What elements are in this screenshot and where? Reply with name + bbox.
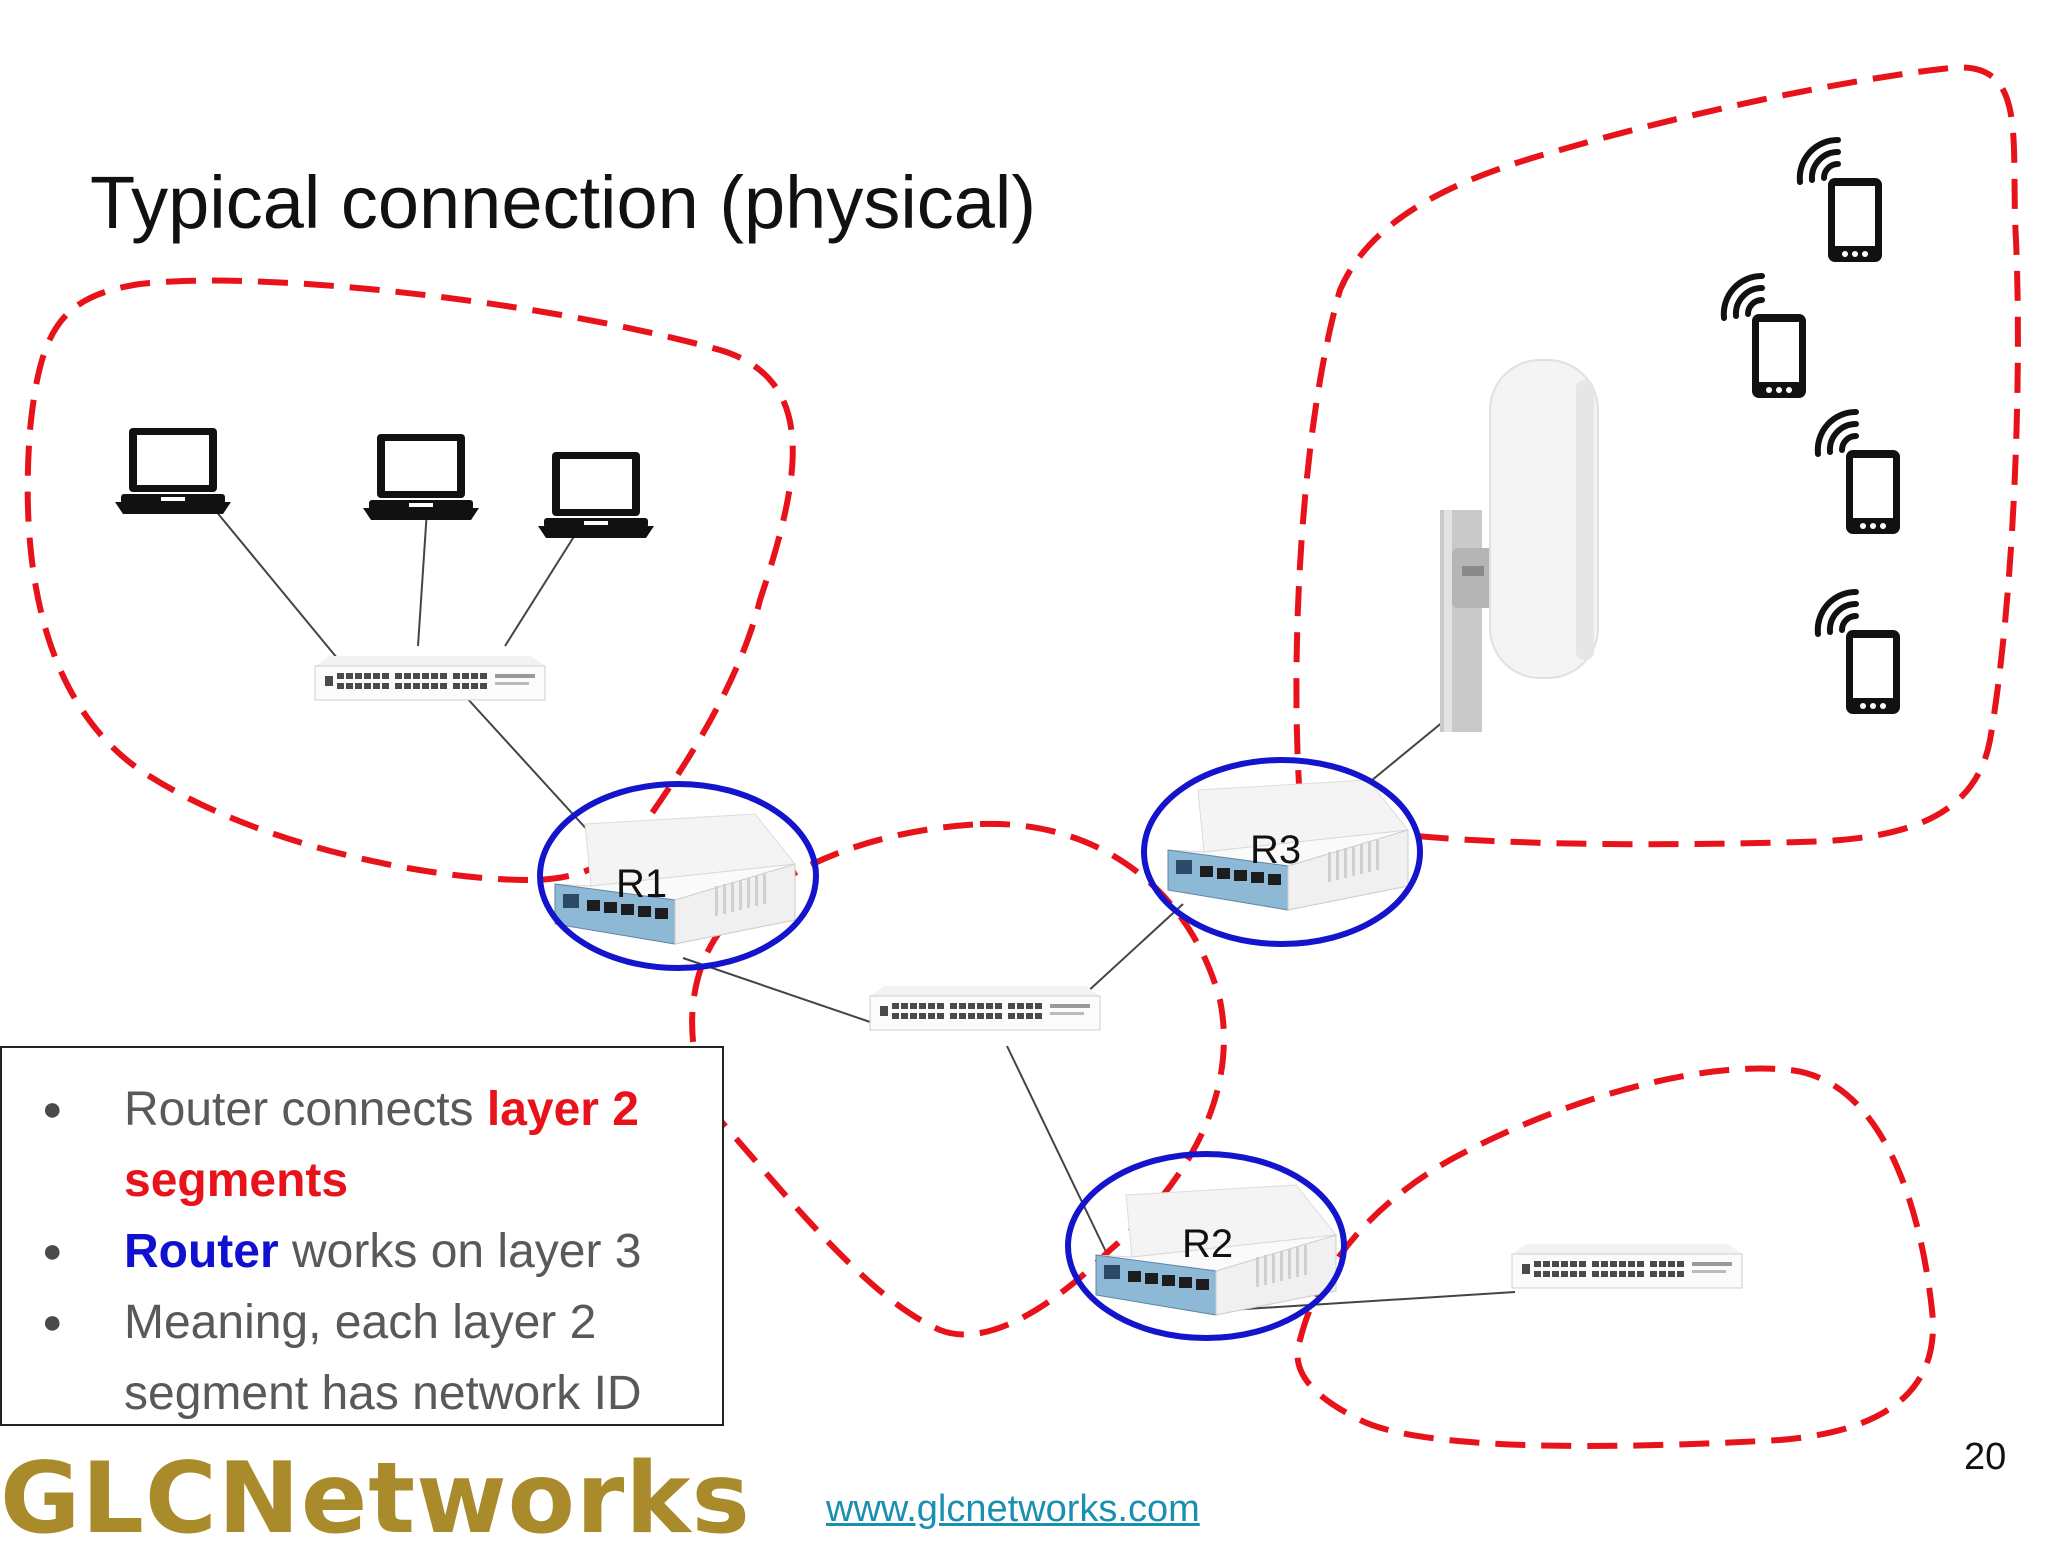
laptop-icon (115, 428, 231, 514)
mobile-phone-icon (1818, 592, 1900, 714)
switch-device (314, 655, 546, 701)
sector-antenna (1440, 359, 1599, 732)
router-label-r1: R1 (616, 862, 668, 906)
mobile-phone-icon (1724, 276, 1806, 398)
router-ring-r3 (1141, 757, 1423, 947)
bullet-text: Router works on layer 3 (124, 1216, 684, 1287)
segment-boundary-wireless (1293, 64, 2021, 848)
mobile-phone-icon (1800, 140, 1882, 262)
bullet-highlight-router: Router (124, 1225, 279, 1278)
slide-title: Typical connection (physical) (90, 161, 1036, 244)
page-number: 20 (1964, 1436, 2007, 1478)
router-ring-r2 (1065, 1151, 1347, 1341)
router-rings (537, 757, 1423, 1341)
mobile-phone-icon (1818, 412, 1900, 534)
laptop-icon (538, 452, 654, 538)
router-ring-r1 (537, 781, 819, 971)
company-logo: GLCNetworks (0, 1442, 751, 1556)
info-box: ● Router connects layer 2 segments ● Rou… (0, 1046, 724, 1426)
switch-device (1511, 1243, 1743, 1289)
switch-device (869, 985, 1101, 1031)
bullet-highlight-layer2: layer 2 segments (124, 1083, 639, 1207)
bullet-text-plain: works on layer 3 (278, 1225, 642, 1278)
router-device (554, 813, 796, 945)
bullet-text-plain: Router connects (124, 1083, 487, 1136)
bullet-text: Router connects layer 2 segments (124, 1074, 684, 1216)
segment-boundary-branch (1294, 1065, 1936, 1449)
bullet-text: Meaning, each layer 2 segment has networ… (124, 1296, 642, 1420)
bullet-dot: ● (42, 1232, 63, 1270)
router-label-r2: R2 (1182, 1222, 1234, 1266)
laptop-icon (363, 434, 479, 520)
bullet-dot: ● (42, 1303, 63, 1341)
segment-boundary-lan (24, 277, 796, 884)
bullet-dot: ● (42, 1090, 63, 1128)
website-link[interactable]: www.glcnetworks.com (826, 1488, 1200, 1530)
router-label-r3: R3 (1250, 828, 1302, 872)
